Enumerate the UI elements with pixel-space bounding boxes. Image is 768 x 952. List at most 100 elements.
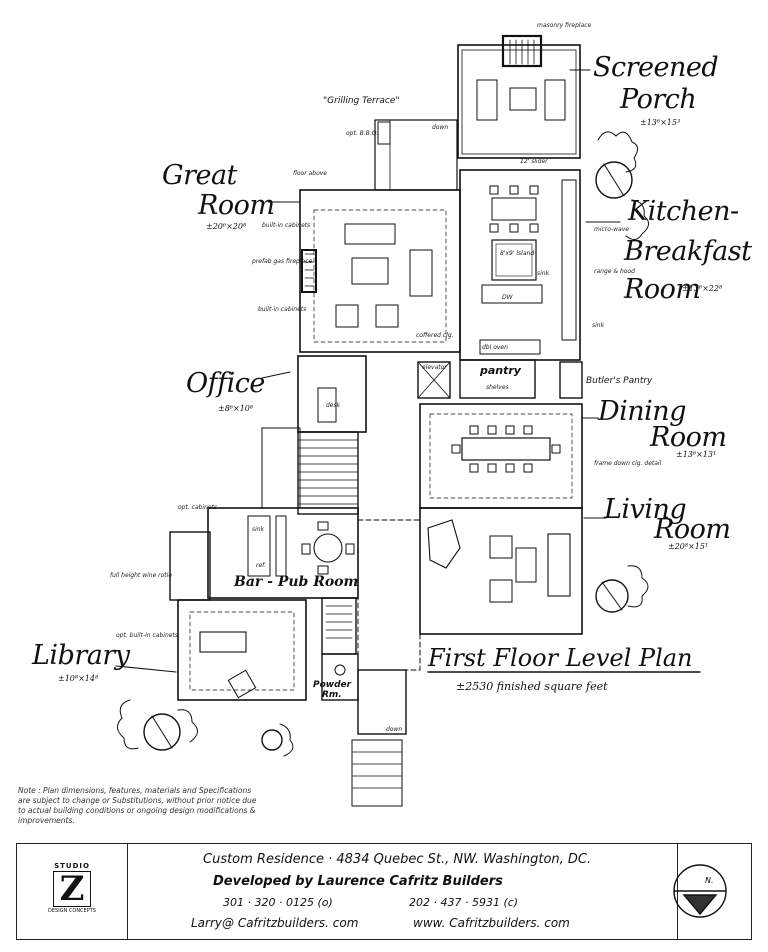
front-entry [357,669,407,735]
north-arrow [673,864,727,918]
bar-fridge-note: ref. [256,562,267,569]
tree-library [143,713,181,751]
oven-note: dbl oven [482,344,508,351]
bar-pub-room-label: Bar - Pub Room [234,574,359,590]
pub-table [313,533,343,563]
floor-above-note: floor above [293,170,327,177]
tree-kitchen [595,161,633,199]
great-room-sofa-top [344,223,396,245]
butlers-pantry-note: Butler's Pantry [586,376,653,386]
office-desk [317,387,337,423]
living-room-label-2: Room [654,514,731,545]
piano [427,519,461,569]
office-dim: ±8⁶×10⁸ [218,404,254,413]
great-room-chair-2 [375,304,399,328]
library-label: Library [32,640,130,671]
down-note-1: down [432,124,449,131]
porch-sofa-left [476,79,498,121]
kitchen-table [491,197,537,221]
phone-office: 301 · 320 · 0125 (o) [223,896,333,909]
wine-note: full height wine rotie [110,572,173,579]
front-walk [351,739,403,807]
dw-note: DW [502,294,513,301]
great-room-label-2: Room [198,190,275,221]
office-label: Office [186,368,265,399]
website: www. Cafritzbuilders. com [413,916,570,930]
coffered-note: coffered clg. [416,332,454,339]
living-room-dim: ±20⁸×15¹ [668,542,709,551]
wine-room [169,531,211,601]
sink-note: sink [537,270,550,277]
title-block-divider-left [127,844,128,939]
tree-entry [261,729,283,751]
north-label: N. [705,876,714,885]
plan-area: ±2530 finished square feet [456,680,608,693]
prefab-fireplace-note: prefab gas fireplace [252,258,313,265]
shelves-note: shelves [486,384,509,391]
porch-sofa-right [544,79,566,121]
island-note: 8'x9' island [500,250,535,257]
living-chair-2 [489,579,513,603]
bar-sink-note: sink [252,526,265,533]
central-hall [357,519,421,671]
office-walls [297,355,367,433]
pantry-label: pantry [480,364,521,377]
living-room-walls [419,507,583,635]
screened-porch-walls [457,44,581,159]
dining-room-walls [419,403,583,509]
pantry-walls [459,359,536,399]
kitchen-label-1: Kitchen- [628,196,739,227]
developer: Developed by Laurence Cafritz Builders [213,874,503,889]
dining-table [461,437,551,461]
living-room-label-1: Living [604,494,687,525]
screened-porch-dim: ±13⁶×15³ [640,118,681,127]
desk-note: desk [326,402,341,409]
great-room-sofa-right [409,249,433,297]
screened-porch-label-2: Porch [620,84,697,115]
dining-room-label-2: Room [650,422,727,453]
phone-cell: 202 · 437 · 5931 (c) [409,896,519,909]
built-in-cabinets-note-2: built-in cabinets [258,306,307,313]
microwave-note: micro-wave [594,226,629,233]
great-room-table [351,257,389,285]
sink-note-2: sink [592,322,605,329]
stairs [297,431,359,515]
bar-pub-room-walls [207,507,359,599]
opt-built-in-note: opt. built-in cabinets [116,632,178,639]
logo-letter: Z [53,871,91,907]
email: Larry@ Cafritzbuilders. com [191,916,359,930]
great-room-walls [299,189,461,353]
living-table [515,547,537,583]
living-chair-1 [489,535,513,559]
porch-table [509,87,537,111]
kitchen-label-2: Breakfast [624,236,752,267]
disclaimer-note: Note : Plan dimensions, features, materi… [18,786,257,825]
powder-label-1: Powder [313,680,352,690]
range-hood-note: range & hood [594,268,635,275]
logo-bottom-text: DESIGN CONCEPTS [48,908,96,914]
library-walls [177,599,307,701]
project-address: Custom Residence · 4834 Quebec St., NW. … [203,852,592,867]
elevator [417,361,451,399]
opt-bbq-note: opt. B.B.Q. [346,130,379,137]
great-room-chair-1 [335,304,359,328]
masonry-fireplace-note: masonry fireplace [537,22,592,29]
grilling-terrace-note: "Grilling Terrace" [323,96,400,106]
down-note-2: down [386,726,403,733]
kitchen-dim: ±13⁶×22⁸ [682,284,723,293]
title-block: STUDIO Z DESIGN CONCEPTS Custom Residenc… [16,843,752,940]
gas-fireplace [301,249,317,293]
frame-down-note: frame down clg. detail [594,460,662,467]
title-block-divider-right [677,844,678,939]
great-room-label-1: Great [162,160,237,191]
studio-z-logo: STUDIO Z DESIGN CONCEPTS [45,862,99,914]
elevator-note: elevator [422,364,447,371]
tree-living [595,579,629,613]
powder-label-2: Rm. [322,690,342,700]
great-room-dim: ±20⁶×20⁸ [206,222,247,231]
living-sofa [547,533,571,597]
library-desk [199,631,247,653]
kitchen-island [491,239,537,281]
masonry-fireplace [501,34,543,68]
